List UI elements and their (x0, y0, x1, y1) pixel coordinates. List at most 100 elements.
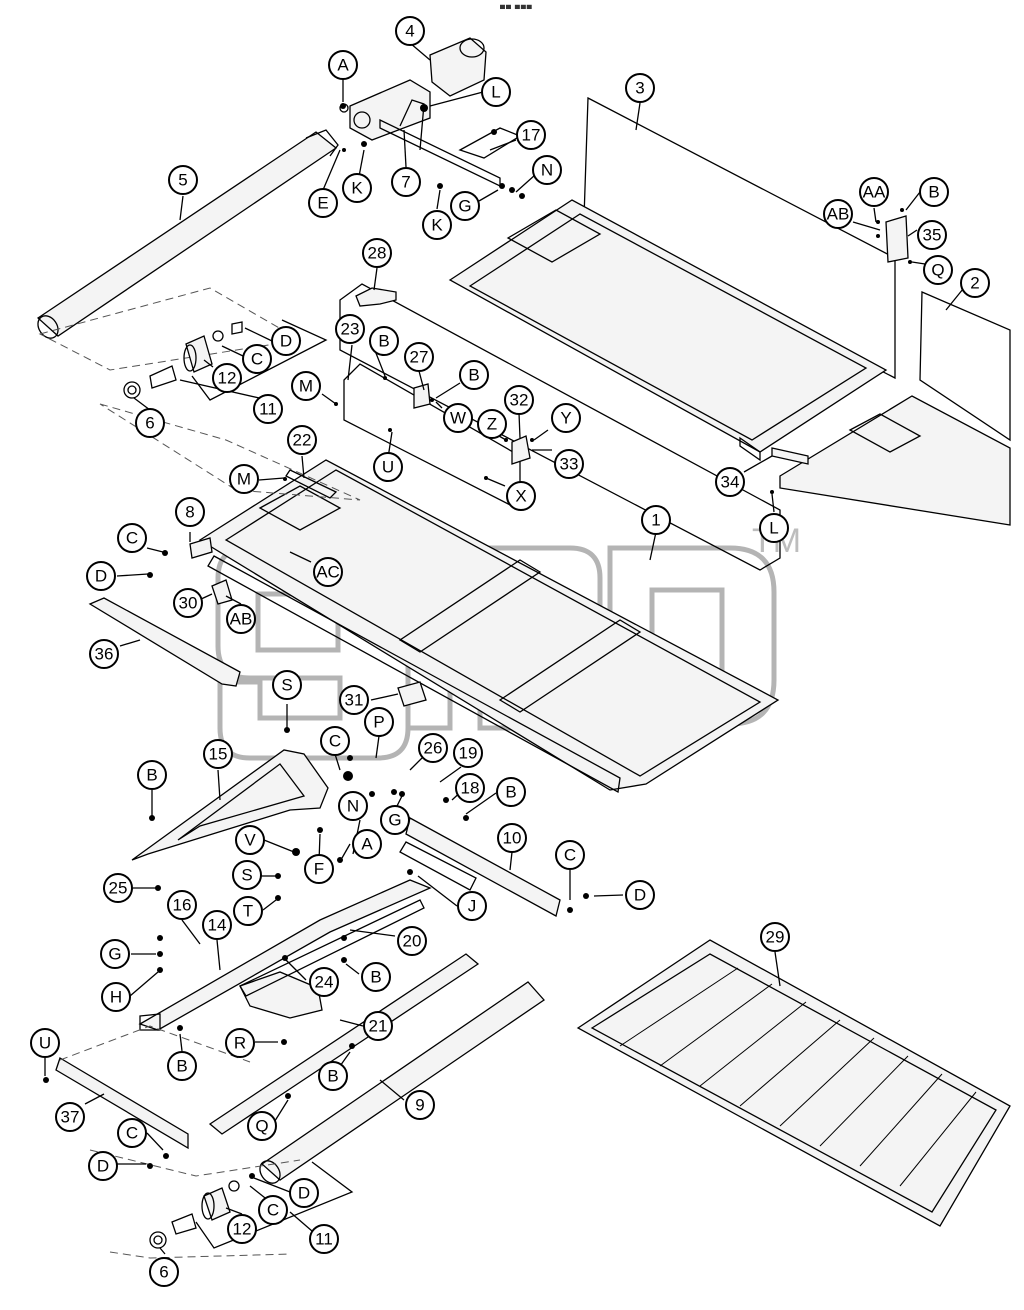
svg-text:16: 16 (173, 896, 192, 915)
part-3-pan (448, 96, 896, 462)
callout-C: C (117, 523, 147, 553)
callout-5: 5 (168, 165, 198, 195)
part-34-plate (771, 447, 809, 465)
callout-33: 33 (554, 449, 584, 479)
svg-text:K: K (351, 179, 363, 198)
svg-text:12: 12 (233, 1220, 252, 1239)
callout-R: R (225, 1028, 255, 1058)
callout-2: 2 (960, 268, 990, 298)
svg-text:10: 10 (503, 829, 522, 848)
callout-17: 17 (516, 120, 546, 150)
svg-text:AB: AB (827, 205, 850, 224)
svg-text:E: E (317, 194, 328, 213)
callout-C: C (242, 344, 272, 374)
svg-text:D: D (97, 1157, 109, 1176)
callout-35: 35 (917, 220, 947, 250)
svg-text:24: 24 (315, 973, 334, 992)
svg-text:X: X (515, 487, 526, 506)
callout-X: X (506, 481, 536, 511)
svg-text:S: S (241, 866, 252, 885)
svg-text:B: B (505, 783, 516, 802)
callout-6: 6 (135, 408, 165, 438)
callout-S: S (272, 670, 302, 700)
callout-14: 14 (202, 910, 232, 940)
callout-S: S (232, 860, 262, 890)
callout-AB: AB (823, 199, 853, 229)
callout-26: 26 (418, 733, 448, 763)
svg-text:T: T (243, 902, 253, 921)
callout-32: 32 (504, 385, 534, 415)
svg-text:L: L (491, 83, 500, 102)
svg-text:AC: AC (316, 563, 340, 582)
svg-text:K: K (431, 216, 443, 235)
callout-22: 22 (287, 425, 317, 455)
part-10-bar (405, 817, 561, 917)
callout-B: B (496, 777, 526, 807)
svg-text:A: A (361, 835, 373, 854)
svg-text:37: 37 (61, 1108, 80, 1127)
svg-text:C: C (267, 1201, 279, 1220)
part-11-bearing-group-lower (149, 1180, 240, 1249)
svg-text:7: 7 (401, 173, 410, 192)
part-37-plate (55, 1057, 189, 1150)
part-11-bearing-group-upper (123, 321, 243, 399)
callout-N: N (532, 155, 562, 185)
svg-text:3: 3 (635, 79, 644, 98)
callout-3: 3 (625, 73, 655, 103)
callout-34: 34 (715, 467, 745, 497)
part-36-bar (88, 597, 241, 687)
callout-28: 28 (362, 238, 392, 268)
part-35-plate (885, 215, 909, 263)
svg-text:6: 6 (159, 1263, 168, 1282)
callout-B: B (167, 1051, 197, 1081)
svg-text:31: 31 (345, 691, 364, 710)
svg-text:B: B (468, 366, 479, 385)
callout-U: U (30, 1028, 60, 1058)
leader-lines (44, 42, 964, 1255)
svg-text:1: 1 (651, 511, 660, 530)
callout-37: 37 (55, 1102, 85, 1132)
part-27-bracket (413, 383, 431, 409)
callout-T: T (233, 896, 263, 926)
svg-text:C: C (251, 350, 263, 369)
svg-text:6: 6 (145, 414, 154, 433)
bracket-11-upper (191, 319, 328, 401)
svg-text:A: A (337, 56, 349, 75)
svg-text:M: M (237, 470, 251, 489)
svg-text:C: C (564, 846, 576, 865)
part-28-clip (355, 287, 397, 307)
callout-D: D (88, 1151, 118, 1181)
svg-text:M: M (299, 377, 313, 396)
svg-text:Q: Q (931, 261, 944, 280)
svg-text:Y: Y (560, 409, 571, 428)
part-5-tube (36, 129, 339, 339)
svg-text:25: 25 (109, 879, 128, 898)
callout-A: A (352, 829, 382, 859)
svg-text:G: G (388, 811, 401, 830)
svg-text:U: U (382, 458, 394, 477)
svg-text:AB: AB (230, 610, 253, 629)
callout-G: G (450, 191, 480, 221)
part-20-bar (239, 899, 425, 997)
callout-K: K (422, 210, 452, 240)
callout-J: J (457, 891, 487, 921)
callout-U: U (373, 452, 403, 482)
callout-27: 27 (404, 342, 434, 372)
svg-text:11: 11 (315, 1230, 333, 1249)
svg-text:C: C (329, 732, 341, 751)
callout-8: 8 (175, 497, 205, 527)
svg-text:22: 22 (293, 431, 312, 450)
svg-text:35: 35 (923, 226, 942, 245)
svg-text:33: 33 (560, 455, 579, 474)
part-2-pan (779, 291, 1011, 526)
svg-text:S: S (281, 676, 292, 695)
callout-M: M (229, 464, 259, 494)
svg-text:18: 18 (461, 779, 480, 798)
callout-30: 30 (173, 588, 203, 618)
svg-text:14: 14 (208, 916, 227, 935)
part-8-stub (189, 537, 213, 559)
svg-text:C: C (126, 529, 138, 548)
svg-text:AA: AA (863, 183, 886, 202)
